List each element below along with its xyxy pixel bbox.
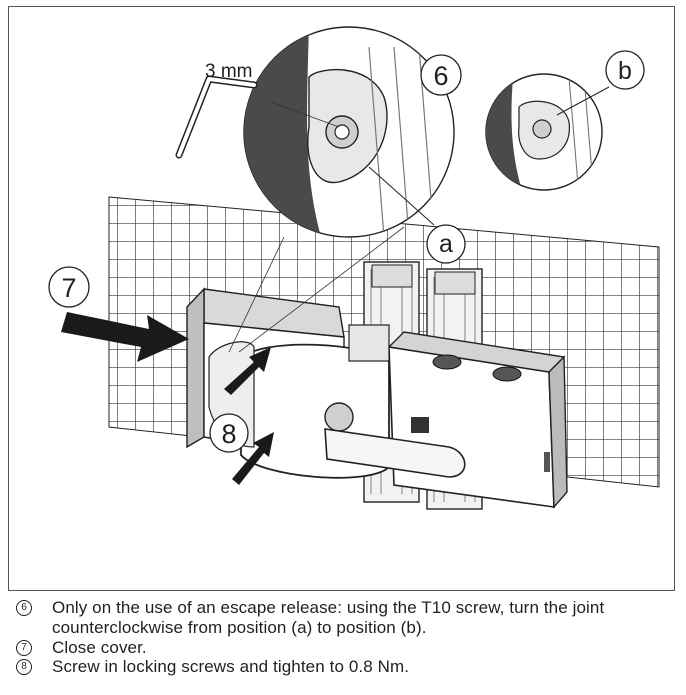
step-7-number: 7	[16, 640, 32, 656]
close-cover-arrow-icon	[61, 312, 189, 362]
callout-b-label: b	[618, 57, 632, 85]
step-7: 7 Close cover.	[8, 638, 675, 657]
callout-8: 8	[209, 413, 249, 453]
wrench-size-label: 3 mm	[205, 61, 253, 82]
instruction-list: 6 Only on the use of an escape release: …	[8, 598, 675, 676]
step-6-text: Only on the use of an escape release: us…	[52, 598, 605, 637]
callout-6-label: 6	[433, 61, 448, 91]
callout-7-label: 7	[61, 273, 76, 303]
step-8: 8 Screw in locking screws and tighten to…	[8, 657, 675, 676]
assembly-illustration: 6 b a 7 8 3 mm	[8, 6, 675, 591]
step-8-number: 8	[16, 659, 32, 675]
screw-arrow-bottom-icon	[232, 432, 274, 485]
callout-8-label: 8	[221, 419, 236, 449]
illustration-drawing: 6 b a 7 8 3 mm	[48, 26, 660, 510]
step-6: 6 Only on the use of an escape release: …	[8, 598, 675, 638]
step-8-text: Screw in locking screws and tighten to 0…	[52, 657, 410, 676]
callout-7: 7	[48, 266, 90, 308]
callout-a: a	[426, 224, 466, 264]
magnified-detail-b	[485, 73, 603, 191]
step-6-number: 6	[16, 600, 32, 616]
callout-b: b	[605, 50, 645, 90]
step-7-text: Close cover.	[52, 638, 147, 657]
callout-6: 6	[420, 54, 462, 96]
hex-key-icon	[175, 75, 258, 159]
screw-arrow-top-icon	[224, 347, 271, 395]
callout-a-label: a	[439, 230, 453, 258]
